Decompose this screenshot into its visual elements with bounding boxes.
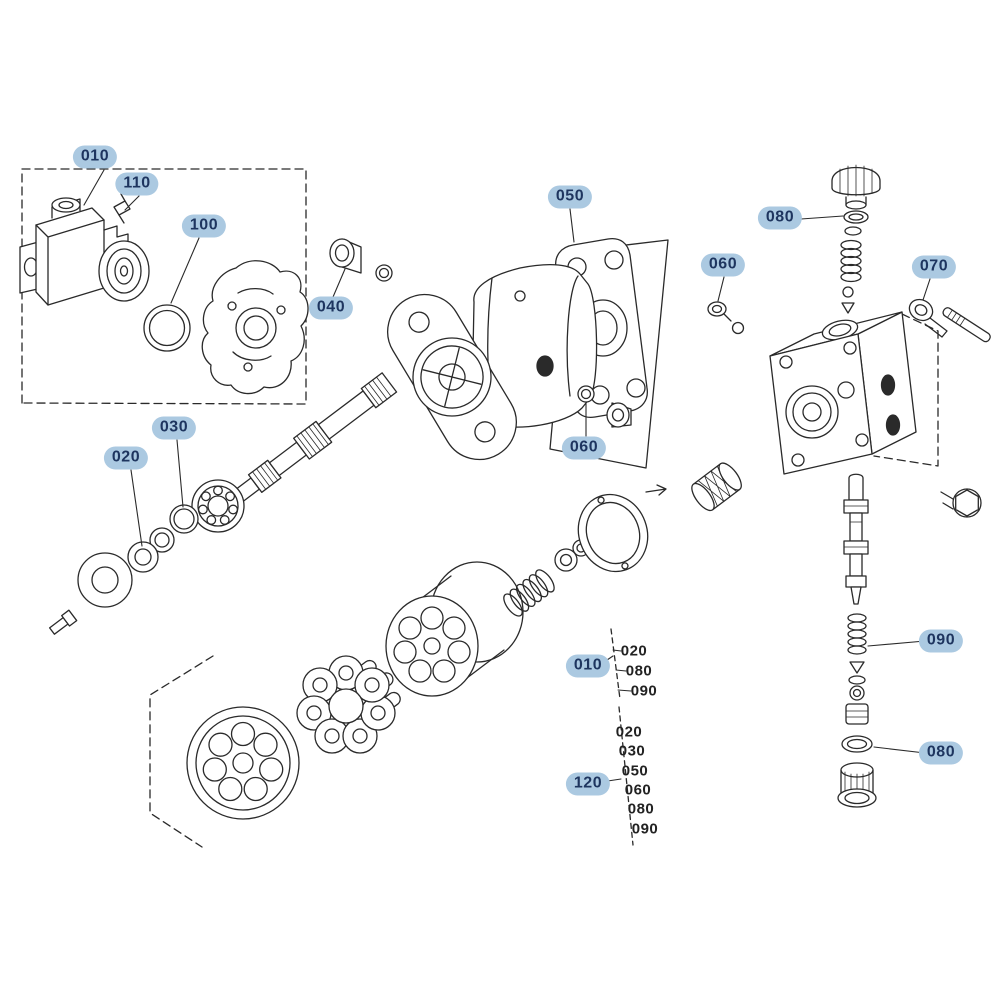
- plug-040-drawing: [329, 238, 393, 282]
- callout-060-plug-mid[interactable]: 060: [561, 436, 607, 460]
- plug-060-top-drawing: [707, 301, 745, 335]
- cap-080-stack-drawing: [831, 164, 881, 314]
- callout-070-bolt[interactable]: 070: [911, 255, 957, 279]
- callout-060-plug-top[interactable]: 060: [700, 253, 746, 277]
- callout-110-screw[interactable]: 110: [115, 172, 159, 196]
- dashed-boundary-lines: [21, 168, 939, 848]
- center-spring-drawing: [503, 569, 555, 617]
- direction-arrow: [645, 484, 667, 496]
- ref-list-120-item-3: 060: [624, 781, 652, 799]
- callout-030-snap-ring[interactable]: 030: [151, 416, 197, 440]
- valve-plate-drawing: [577, 493, 649, 573]
- shim-drawing: [149, 527, 175, 553]
- callout-090-spring[interactable]: 090: [918, 629, 964, 653]
- valve-body-drawing: [769, 311, 917, 475]
- ref-list-120-item-5: 090: [631, 820, 659, 838]
- valve-small-parts-drawing: [845, 661, 869, 725]
- cylinder-barrel-drawing: [385, 561, 524, 697]
- o-ring-080-bottom-drawing: [841, 735, 873, 753]
- spool-drawing: [843, 473, 869, 605]
- callout-050-rear-cover[interactable]: 050: [547, 185, 593, 209]
- pump-housing-drawing: [471, 264, 598, 428]
- o-ring-plug-060-mid-drawing: [577, 385, 632, 428]
- callout-020-washer[interactable]: 020: [103, 446, 149, 470]
- callout-010-pump-assembly[interactable]: 010: [72, 145, 118, 169]
- washer-large-drawing: [77, 552, 133, 608]
- mounting-flange-drawing: [387, 293, 517, 461]
- callout-010-ref-group[interactable]: 010: [565, 654, 611, 678]
- spring-090-drawing: [847, 613, 867, 655]
- ref-list-010-item-1: 080: [625, 662, 653, 680]
- cover-casting-drawing: [201, 260, 309, 395]
- pump-assembly-drawing: [19, 193, 150, 306]
- coupling-drawing: [691, 462, 742, 512]
- shaft-bolt-drawing: [48, 609, 78, 635]
- ref-list-120-item-0: 020: [615, 723, 643, 741]
- ref-list-120-item-4: 080: [627, 800, 655, 818]
- o-ring-100-drawing: [143, 304, 191, 352]
- piston-set-drawing: [296, 655, 401, 754]
- callout-120-ref-group[interactable]: 120: [565, 772, 611, 796]
- snap-ring-030-drawing: [169, 504, 199, 534]
- drive-shaft-drawing: [227, 372, 398, 507]
- ref-list-010-item-0: 020: [620, 642, 648, 660]
- callout-100-o-ring[interactable]: 100: [181, 214, 227, 238]
- leader-lines: [83, 169, 931, 783]
- plug-right-drawing: [940, 488, 982, 518]
- end-plate-drawing: [186, 706, 300, 820]
- end-cap-drawing: [837, 762, 877, 808]
- ref-list-120-item-2: 050: [621, 762, 649, 780]
- top-spring-drawing: [840, 239, 862, 283]
- callout-080-o-ring-top[interactable]: 080: [757, 206, 803, 230]
- ref-list-120-item-1: 030: [618, 742, 646, 760]
- ref-list-ticks: [612, 649, 632, 692]
- washer-020-drawing: [127, 541, 159, 573]
- callout-080-o-ring-bottom[interactable]: 080: [918, 741, 964, 765]
- bolt-070-drawing: [908, 298, 991, 343]
- ball-bearing-drawing: [191, 479, 245, 533]
- ref-list-dashed-lines: [610, 628, 634, 846]
- screw-110-drawing: [113, 193, 131, 224]
- ref-list-010-item-2: 090: [630, 682, 658, 700]
- callout-040-plug[interactable]: 040: [308, 296, 354, 320]
